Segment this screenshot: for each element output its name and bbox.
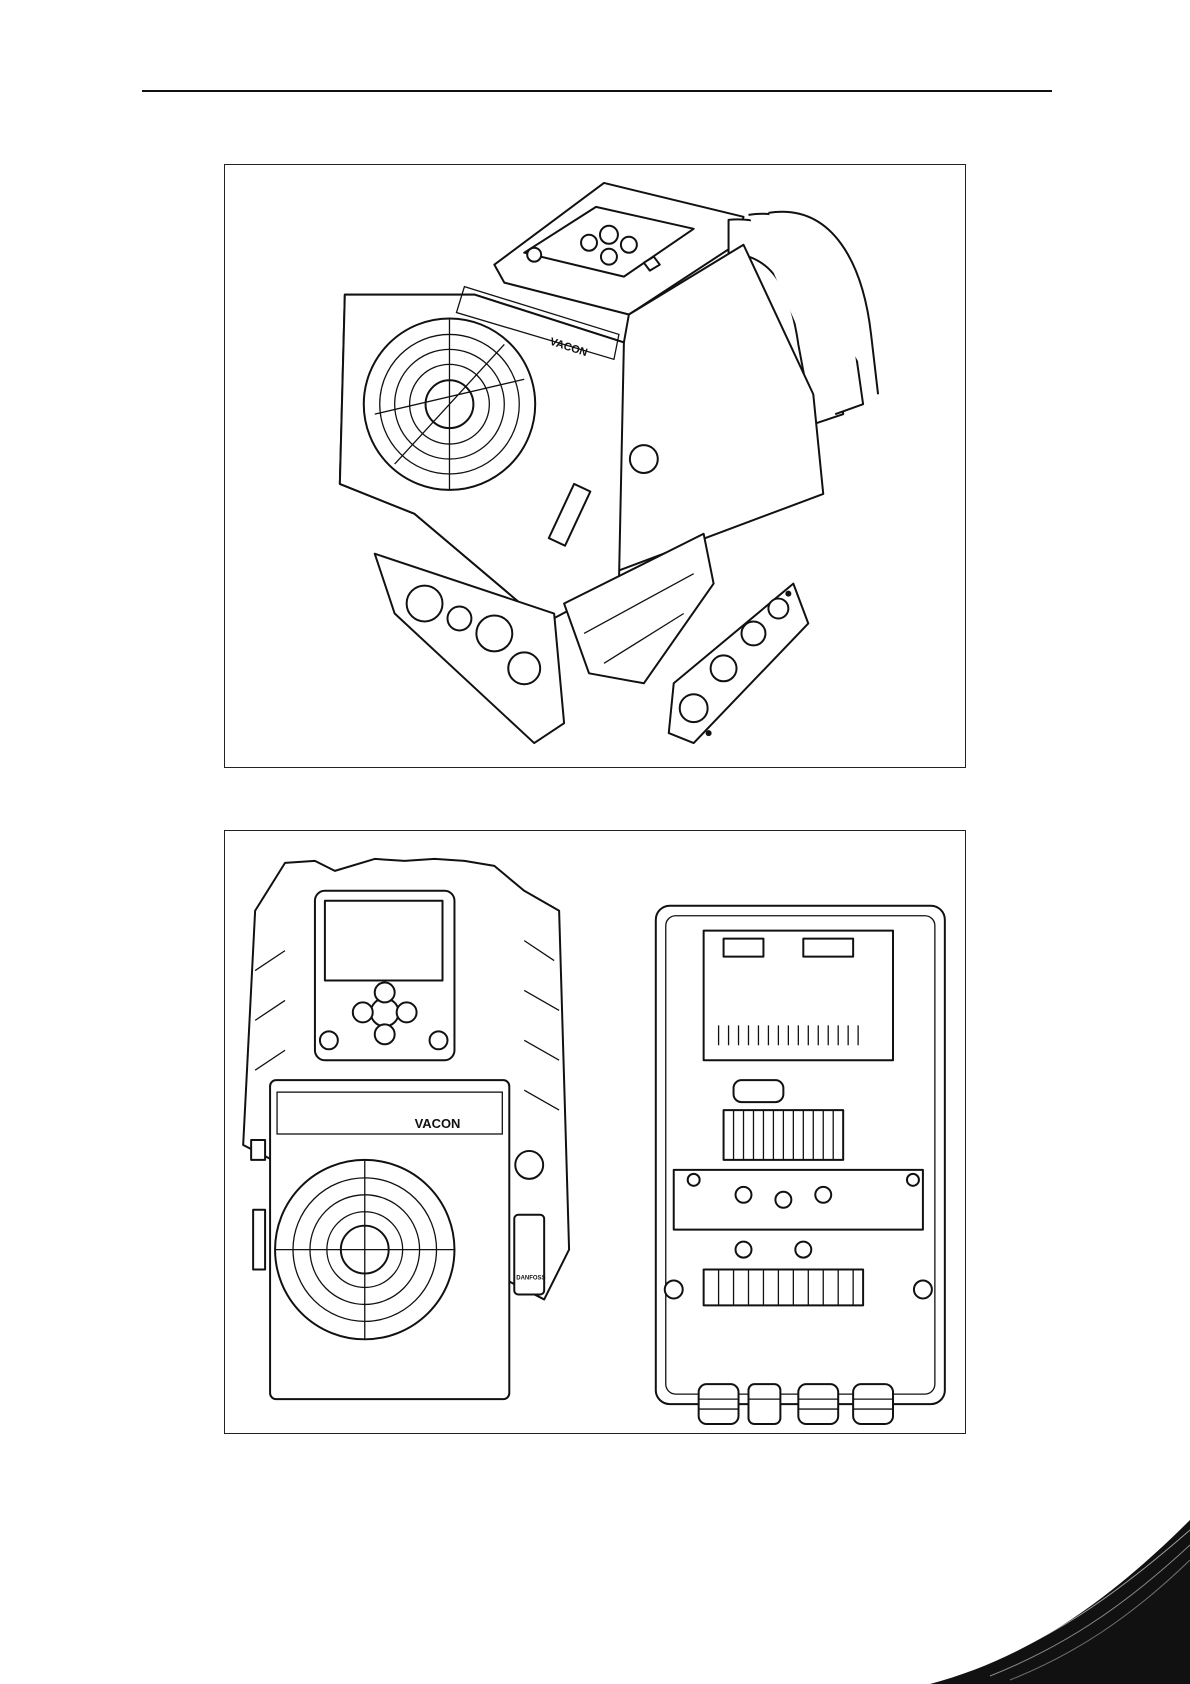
drawing-front-views: VACON DANFOSS	[225, 831, 965, 1433]
io-connector	[734, 1080, 784, 1102]
drive-front-closed: VACON DANFOSS	[243, 859, 569, 1399]
figure-front-views: VACON DANFOSS	[224, 830, 966, 1434]
keypad-display	[325, 901, 443, 981]
brand-mark-front: VACON	[415, 1116, 461, 1131]
power-terminals	[704, 1270, 863, 1306]
label-slot-text: DANFOSS	[516, 1276, 545, 1282]
front-knob	[515, 1151, 543, 1179]
figure-isometric-drive: VACON	[224, 164, 966, 768]
cable-gland-1	[699, 1384, 739, 1424]
drive-front-open	[656, 906, 945, 1424]
cable-gland-3	[798, 1384, 838, 1424]
cable-gland-4	[853, 1384, 893, 1424]
cable-gland-2	[748, 1384, 780, 1424]
control-knob	[630, 445, 658, 473]
front-label-slot	[514, 1215, 544, 1295]
header-rule	[142, 90, 1052, 92]
drawing-isometric-drive: VACON	[225, 165, 965, 767]
corner-swoosh-decoration	[910, 1520, 1190, 1684]
